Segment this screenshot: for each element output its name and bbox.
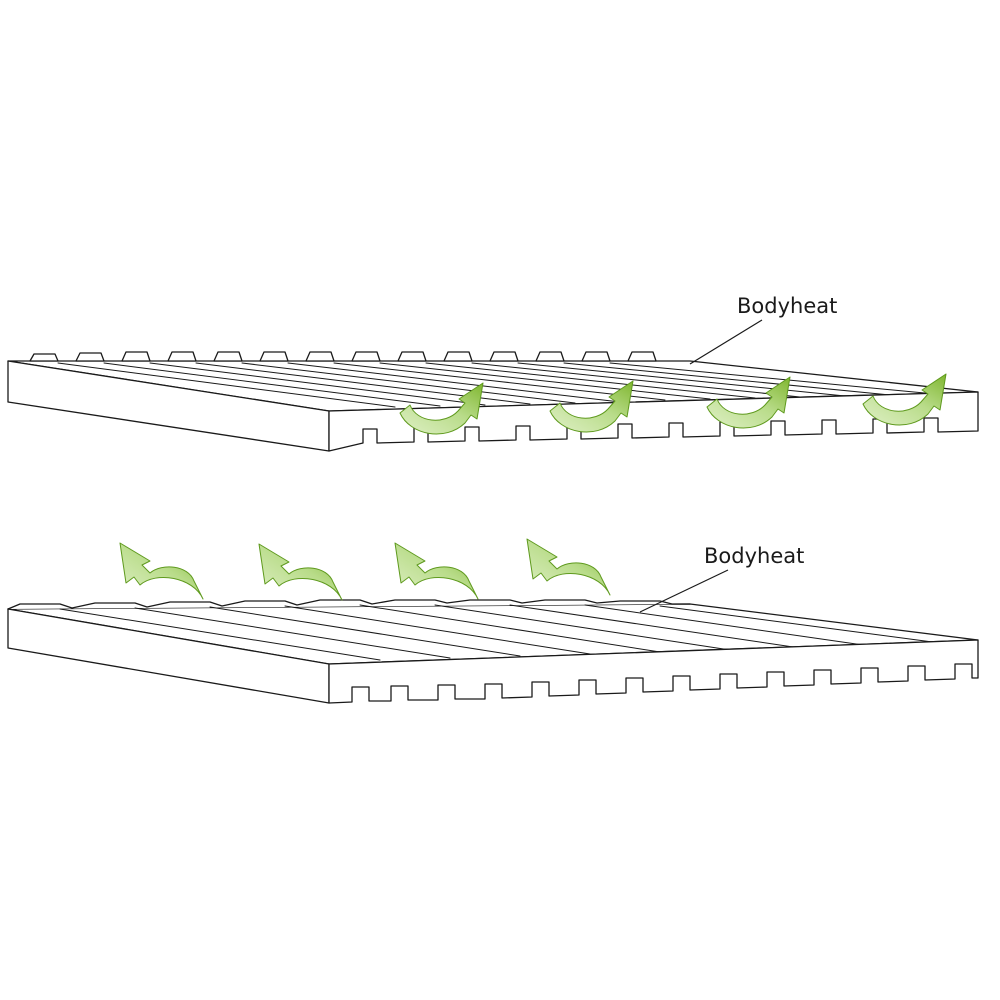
panel-grooved-underside (7, 351, 979, 452)
heat-flow-arrow-icon (258, 543, 343, 601)
callout-label: Bodyheat (704, 544, 804, 568)
panel-grooved-top (7, 599, 979, 704)
callout-bodyheat-bottom: Bodyheat (639, 544, 804, 613)
surface-grooves (57, 362, 936, 408)
heat-arrows-top (119, 538, 611, 601)
heat-flow-arrow-icon (119, 542, 204, 600)
callout-label: Bodyheat (737, 294, 837, 318)
heat-flow-arrow-icon (394, 542, 479, 600)
back-edge-ridges (29, 351, 657, 362)
back-edge-ridges (7, 599, 691, 610)
callout-bodyheat-top: Bodyheat (689, 294, 837, 365)
heat-flow-arrow-icon (526, 538, 611, 596)
surface-grooves (59, 604, 941, 661)
panel-front-face (328, 639, 979, 704)
